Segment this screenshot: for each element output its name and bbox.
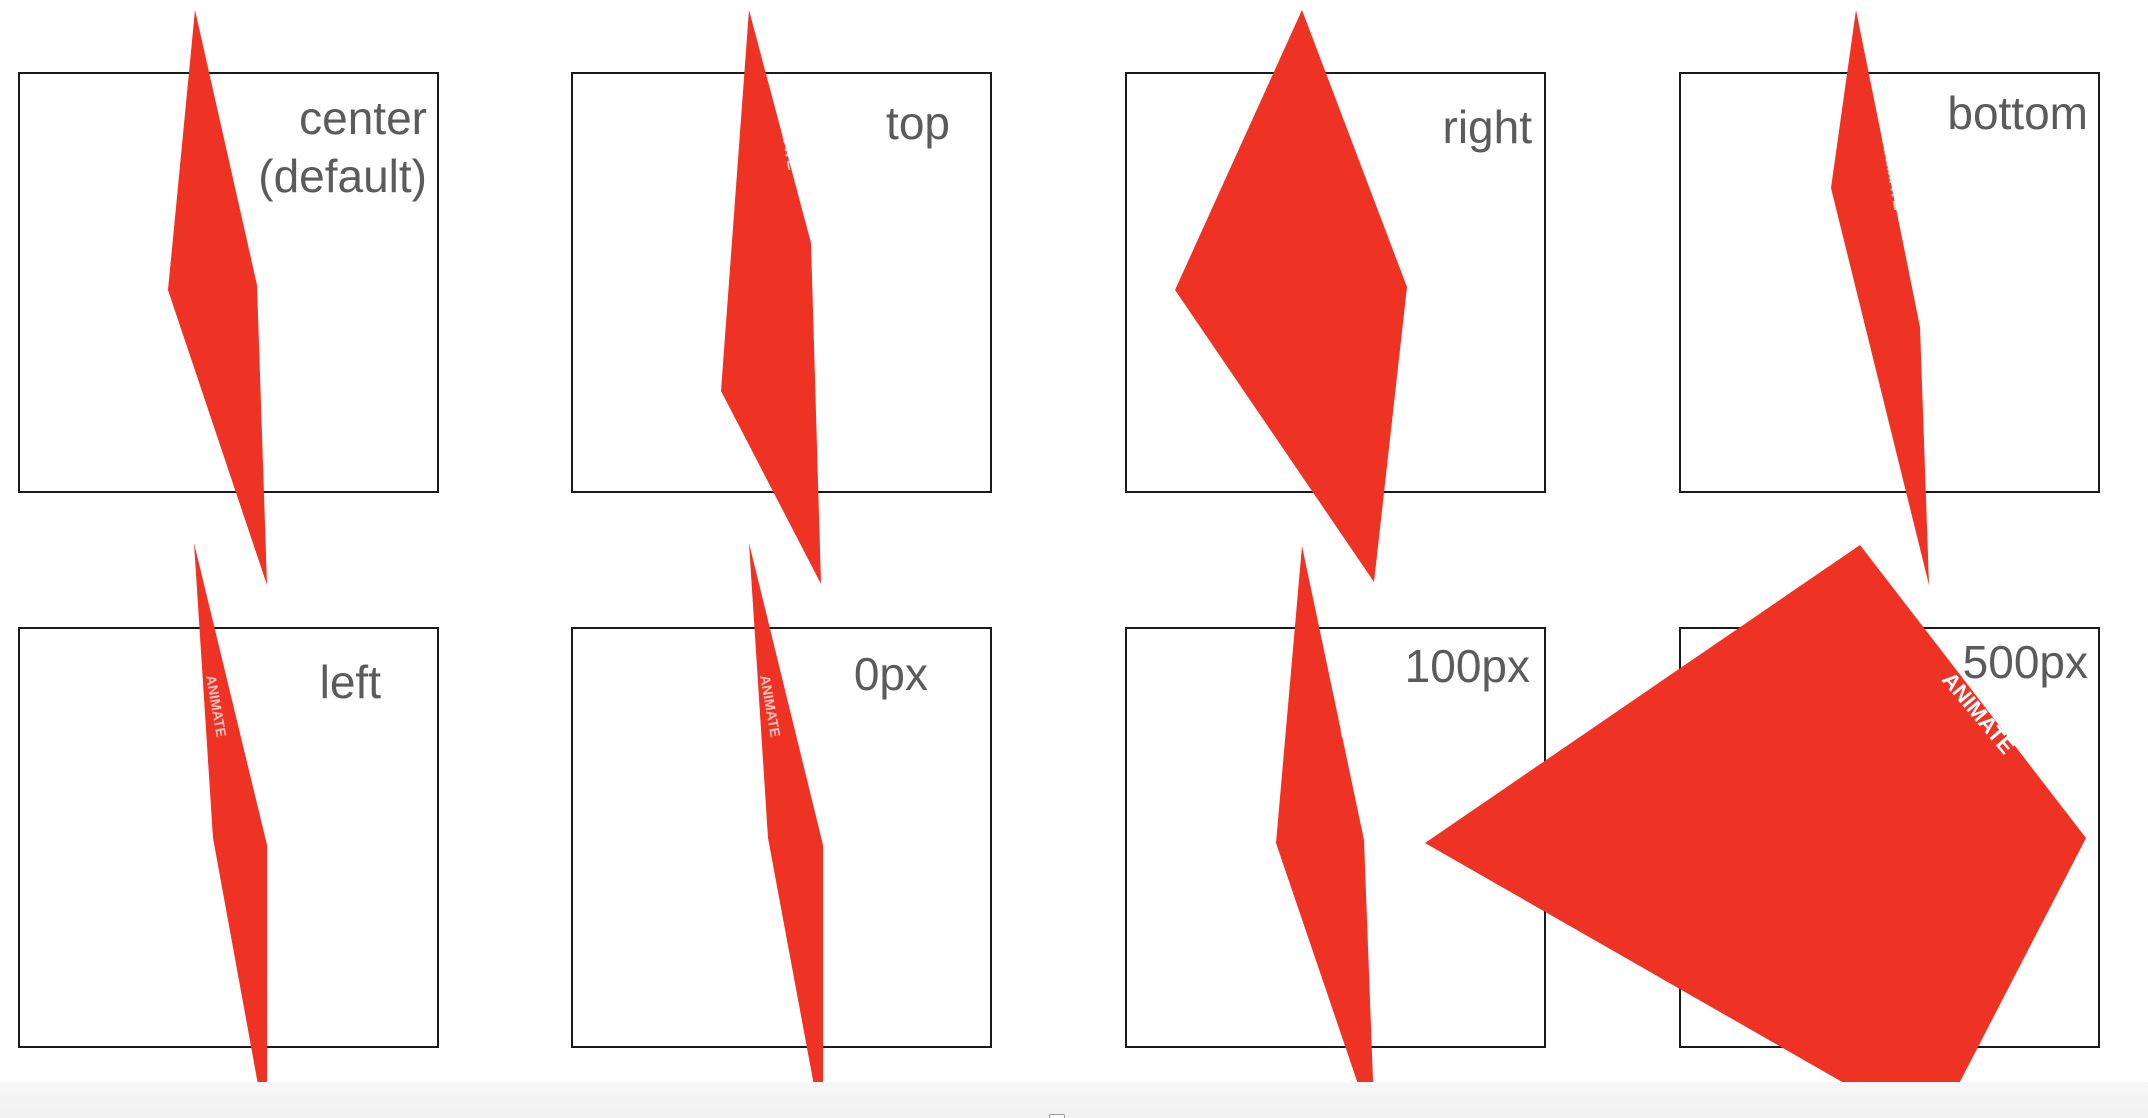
demo-frame-0px: 0px (571, 627, 992, 1048)
animated-card-500px[interactable] (1425, 545, 2086, 1118)
demo-label-top: top (886, 97, 950, 149)
animated-card-center[interactable] (168, 10, 267, 585)
demo-frame-center: center (default) (18, 72, 439, 493)
demo-label-0px: 0px (853, 648, 928, 700)
resize-handle-icon[interactable] (1049, 1114, 1065, 1118)
animated-card-left[interactable] (194, 543, 267, 1118)
animated-card-100px[interactable] (1276, 546, 1375, 1118)
demo-frame-bottom: bottom (1679, 72, 2100, 493)
animated-card-right[interactable] (1175, 10, 1407, 582)
demo-frame-left: left (18, 627, 439, 1048)
animated-card-bottom[interactable] (1831, 10, 1929, 585)
demo-label-100px: 100px (1404, 640, 1530, 692)
demo-label-bottom: bottom (1947, 87, 2088, 139)
demo-label-center: center (default) (258, 92, 427, 202)
demo-label-500px: 500px (1962, 636, 2088, 688)
demo-label-left: left (319, 656, 381, 708)
demo-label-right: right (1442, 101, 1532, 153)
bottom-toolbar (0, 1082, 2148, 1118)
animated-card-0px[interactable] (749, 543, 823, 1118)
animated-card-top[interactable] (721, 10, 821, 584)
